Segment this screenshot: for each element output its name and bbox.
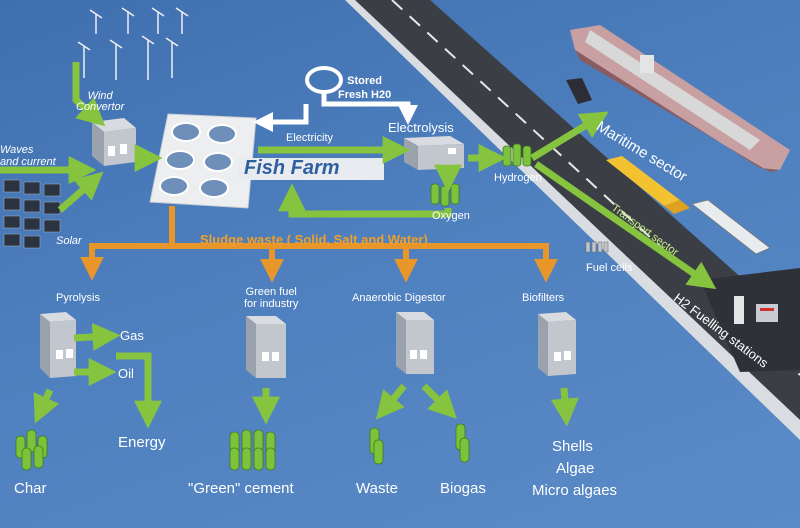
h2-fuelling-station-icon [700,268,800,372]
fuel-cells-label: Fuel cells [586,262,633,274]
algae-label: Algae [556,460,595,477]
micro-algaes-label: Micro algaes [532,482,618,499]
energy-label: Energy [118,434,166,451]
biogas-label: Biogas [440,480,486,497]
hydrogen-label: Hydrogen [494,172,542,184]
oxygen-tanks-icon [430,183,460,207]
ship-icon [570,25,790,172]
green-fuel-label: Green fuel for industry [244,286,299,310]
stored-water-label: Stored Fresh H20 [338,75,392,101]
char-label: Char [14,480,47,497]
biogas-cylinders-icon [455,423,470,463]
wind-convertor-building-icon [92,118,136,166]
sludge-waste-label: Sludge waste ( Solid, Salt and Water) [200,232,428,247]
biofilters-building-icon [538,312,576,376]
waves-label: Waves and current [0,144,56,168]
shells-label: Shells [552,438,593,455]
pyrolysis-label: Pyrolysis [56,292,101,304]
biofilters-label: Biofilters [522,292,565,304]
hydrogen-tanks-icon [502,143,532,167]
green-flow-arrows [0,62,717,429]
green-cement-label: "Green" cement [188,480,294,497]
char-cylinders-icon [15,429,48,471]
waste-label: Waste [356,480,398,497]
electrolysis-label: Electrolysis [388,120,454,135]
green-cement-cylinders-icon [229,429,276,471]
electricity-label: Electricity [286,132,334,144]
fish-farm-title: Fish Farm [244,157,340,179]
solar-panels-icon [3,179,61,249]
wind-turbines-icon [77,7,189,80]
bus-icon [691,199,771,255]
white-flow-arrows [253,93,418,132]
waste-cylinders-icon [369,427,384,465]
solar-label: Solar [56,235,82,247]
oil-label: Oil [118,366,134,381]
anaerobic-digestor-label: Anaerobic Digestor [352,292,446,304]
sludge-flow-arrows [80,206,558,283]
truck-icon [606,156,690,214]
anaerobic-digestor-building-icon [396,312,434,374]
water-storage-icon [305,66,343,94]
oxygen-label: Oxygen [432,210,470,222]
fuel-cells-icon [585,241,609,253]
gas-label: Gas [120,328,144,343]
tug-boat-icon [566,78,592,104]
electrolysis-building-icon [404,136,464,170]
pyrolysis-building-icon [40,312,76,378]
wind-convertor-label: Wind Convertor [76,90,125,113]
fish-farm-banner [238,158,384,180]
green-fuel-building-icon [246,316,286,378]
fish-farm-platform [149,113,257,209]
